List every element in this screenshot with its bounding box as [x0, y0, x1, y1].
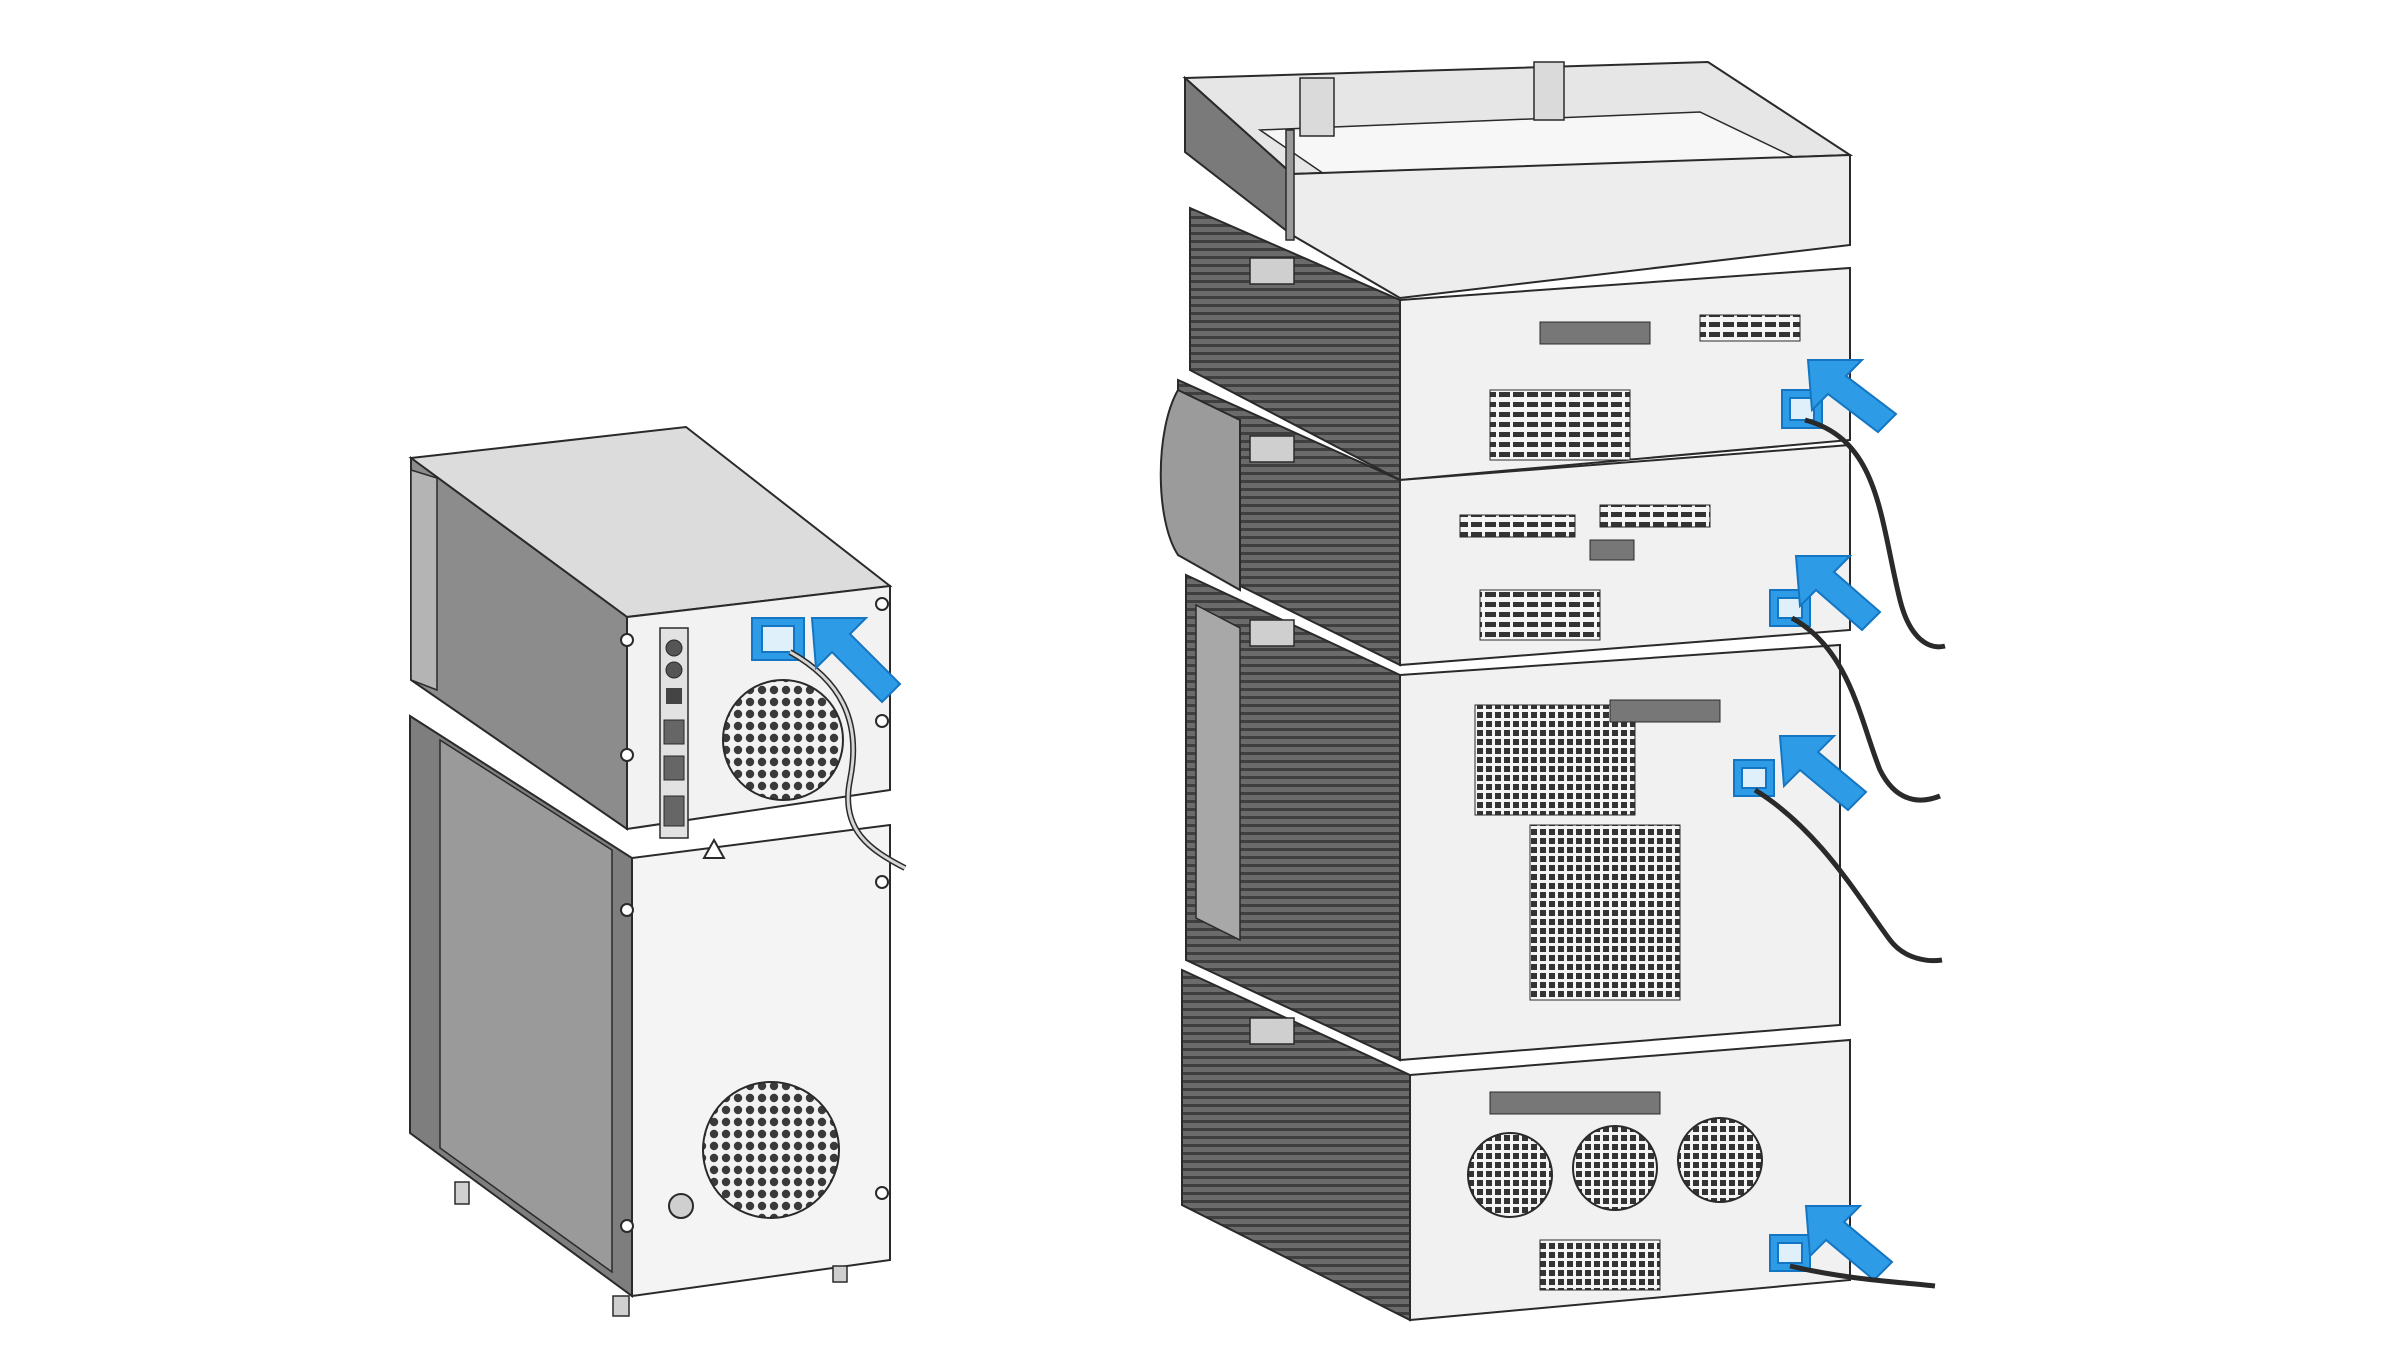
fan-grille-icon	[1677, 1117, 1763, 1203]
port-row	[1609, 699, 1721, 723]
power-cable	[1753, 787, 1943, 964]
connector-strip	[659, 627, 689, 839]
connector-dsub	[663, 755, 685, 781]
single-unit-screws	[620, 597, 889, 1233]
stack-power-cables	[1753, 417, 1946, 1289]
connector-dsub	[663, 795, 685, 827]
power-cable	[1789, 1263, 1936, 1289]
handle	[1249, 435, 1295, 463]
highlight-arrow-icon	[1806, 359, 1898, 434]
highlight-arrow-icon	[1804, 1205, 1894, 1282]
solvent-tray-icon	[1182, 60, 1854, 300]
port-row	[1539, 321, 1651, 345]
power-cable-inner	[789, 650, 906, 870]
screw	[620, 748, 634, 762]
vent	[1699, 314, 1801, 342]
vent	[1479, 589, 1601, 641]
tray-post	[1299, 77, 1335, 137]
foot-right	[832, 1265, 848, 1283]
stack	[1159, 60, 1946, 1322]
fan-grille-icon	[1467, 1132, 1553, 1218]
stack-module-2	[1159, 378, 1882, 667]
connector-round	[665, 661, 683, 679]
screw	[620, 903, 634, 917]
lower-side-panel	[439, 738, 613, 1274]
connector-rect	[666, 688, 682, 704]
handle	[1249, 619, 1295, 647]
power-cable	[1804, 417, 1946, 650]
handle	[1249, 257, 1295, 285]
door-curve	[1159, 388, 1241, 592]
fan-grille-icon	[702, 1081, 840, 1219]
stack-module-1	[1189, 206, 1898, 482]
vent	[1474, 704, 1636, 816]
highlight-arrow-icon	[1794, 555, 1882, 632]
power-inlet-icon	[1769, 589, 1811, 627]
power-inlet-icon	[1769, 1234, 1811, 1272]
tray-post	[1533, 61, 1565, 121]
vent	[1489, 389, 1631, 461]
ground-connector-icon	[668, 1193, 694, 1219]
door-panel	[1195, 603, 1241, 942]
connector-round	[665, 639, 683, 657]
tray-rod	[1285, 129, 1295, 241]
fan-grille-icon	[1572, 1125, 1658, 1211]
handle	[1249, 1017, 1295, 1045]
warning-triangle-icon	[702, 837, 726, 859]
vent	[1599, 504, 1711, 528]
fan-grille-icon	[722, 679, 844, 801]
vent	[1539, 1239, 1661, 1291]
port-row	[1589, 539, 1635, 561]
screw	[620, 633, 634, 647]
stack-module-3	[1185, 573, 1868, 1062]
connector-dsub	[663, 719, 685, 745]
upper-side-edge	[410, 468, 438, 692]
screw	[620, 1219, 634, 1233]
power-inlet-icon	[1733, 759, 1775, 797]
screw	[875, 714, 889, 728]
lower-back-face	[631, 823, 891, 1298]
screw	[875, 1186, 889, 1200]
port-row	[1489, 1091, 1661, 1115]
screw	[875, 597, 889, 611]
screw	[875, 875, 889, 889]
vent	[1459, 514, 1576, 538]
stack-module-4	[1181, 968, 1894, 1322]
foot-back	[454, 1181, 470, 1205]
single-unit	[408, 425, 907, 1317]
foot-left	[612, 1295, 630, 1317]
highlight-arrow-icon	[810, 617, 902, 704]
vent	[1529, 824, 1681, 1001]
power-cable	[1790, 615, 1941, 803]
highlight-arrow-icon	[1778, 735, 1868, 812]
